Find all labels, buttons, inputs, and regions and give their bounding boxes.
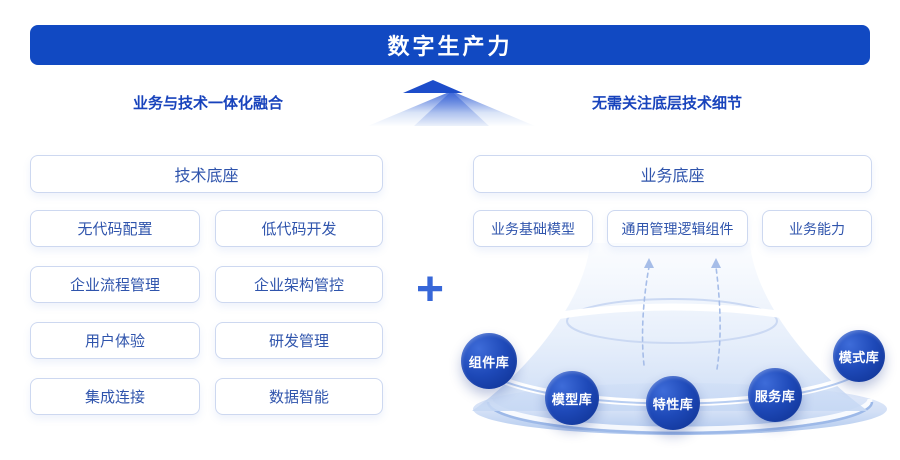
tech-item: 企业架构管控 xyxy=(215,266,383,303)
dashed-arrow-left-head xyxy=(644,258,654,268)
dashed-arrow-right xyxy=(715,266,721,370)
tech-item: 用户体验 xyxy=(30,322,200,359)
dashed-arrow-right-head xyxy=(711,258,721,268)
library-badge: 特性库 xyxy=(646,376,700,430)
upward-arrow-icon xyxy=(368,80,535,126)
base-rim-blue-arc xyxy=(486,401,874,435)
tech-item: 数据智能 xyxy=(215,378,383,415)
tech-item: 企业流程管理 xyxy=(30,266,200,303)
dashed-arrow-left xyxy=(641,266,650,366)
label-business-tech-fusion: 业务与技术一体化融合 xyxy=(132,95,283,112)
label-no-underlying-detail: 无需关注底层技术细节 xyxy=(591,95,742,112)
biz-item: 通用管理逻辑组件 xyxy=(607,210,748,247)
tech-item: 研发管理 xyxy=(215,322,383,359)
tech-base-grid: 无代码配置 低代码开发 企业流程管理 企业架构管控 用户体验 研发管理 集成连接… xyxy=(30,210,383,415)
biz-base-header: 业务底座 xyxy=(473,155,872,193)
page-title: 数字生产力 xyxy=(387,34,513,59)
tech-item: 低代码开发 xyxy=(215,210,383,247)
biz-item: 业务能力 xyxy=(762,210,872,247)
library-badge: 服务库 xyxy=(748,368,802,422)
tech-base-header: 技术底座 xyxy=(30,155,383,193)
biz-item: 业务基础模型 xyxy=(473,210,593,247)
biz-base-row: 业务基础模型 通用管理逻辑组件 业务能力 xyxy=(473,210,872,247)
tech-item: 无代码配置 xyxy=(30,210,200,247)
banner: 数字生产力 xyxy=(30,25,870,65)
arrow-cap xyxy=(403,80,463,93)
library-badge: 模型库 xyxy=(545,371,599,425)
tech-item: 集成连接 xyxy=(30,378,200,415)
plus-icon: + xyxy=(415,262,445,316)
library-badge: 模式库 xyxy=(833,330,885,382)
upper-ring xyxy=(566,298,778,344)
library-badge: 组件库 xyxy=(461,333,517,389)
